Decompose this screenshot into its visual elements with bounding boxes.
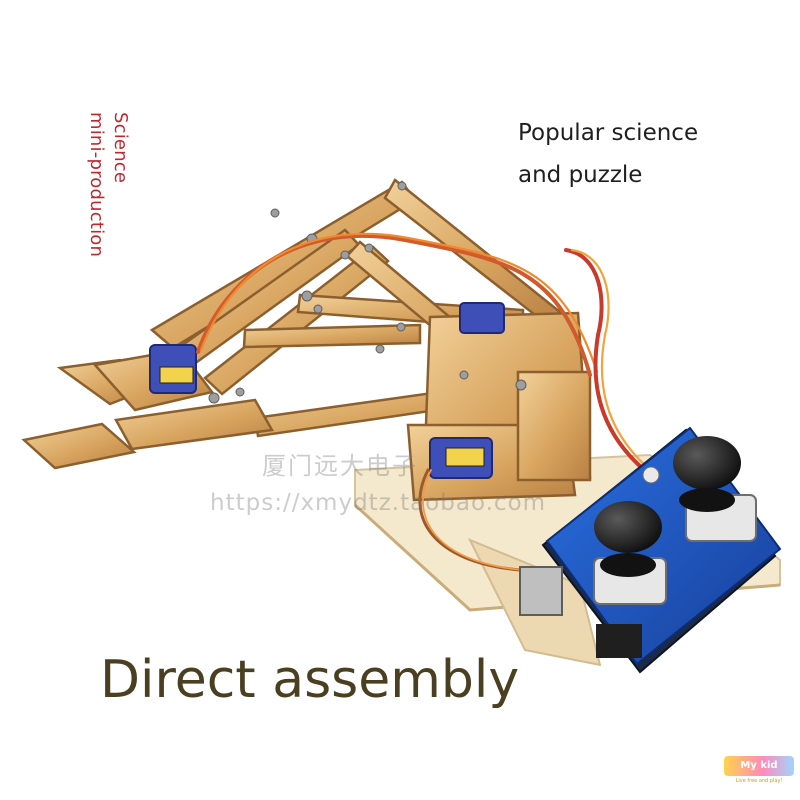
popular-science-line-1: Popular science [518, 120, 699, 146]
direct-assembly-headline: Direct assembly [100, 650, 520, 710]
brand-logo-tagline: Live free and play! [735, 778, 783, 784]
popular-science-label: Popular science and puzzle [518, 112, 698, 196]
bolts [175, 181, 527, 404]
brand-logo: My kid mama Live free and play! [724, 748, 794, 791]
joystick-icon [593, 436, 757, 605]
servo-icon [149, 302, 505, 479]
wire-icon [196, 232, 650, 572]
science-mini-production-label: Science mini-production [84, 112, 132, 257]
watermark-chinese-text: 厦门远大电子 [262, 452, 418, 480]
popular-science-line-2: and puzzle [518, 162, 643, 188]
vertical-label-line-2: mini-production [86, 112, 107, 258]
robot-arm-icon [21, 178, 592, 502]
brand-logo-text: My kid mama [724, 756, 794, 791]
watermark-url: https://xmydtz.taobao.com [210, 490, 547, 516]
vertical-label-line-1: Science [110, 112, 131, 184]
